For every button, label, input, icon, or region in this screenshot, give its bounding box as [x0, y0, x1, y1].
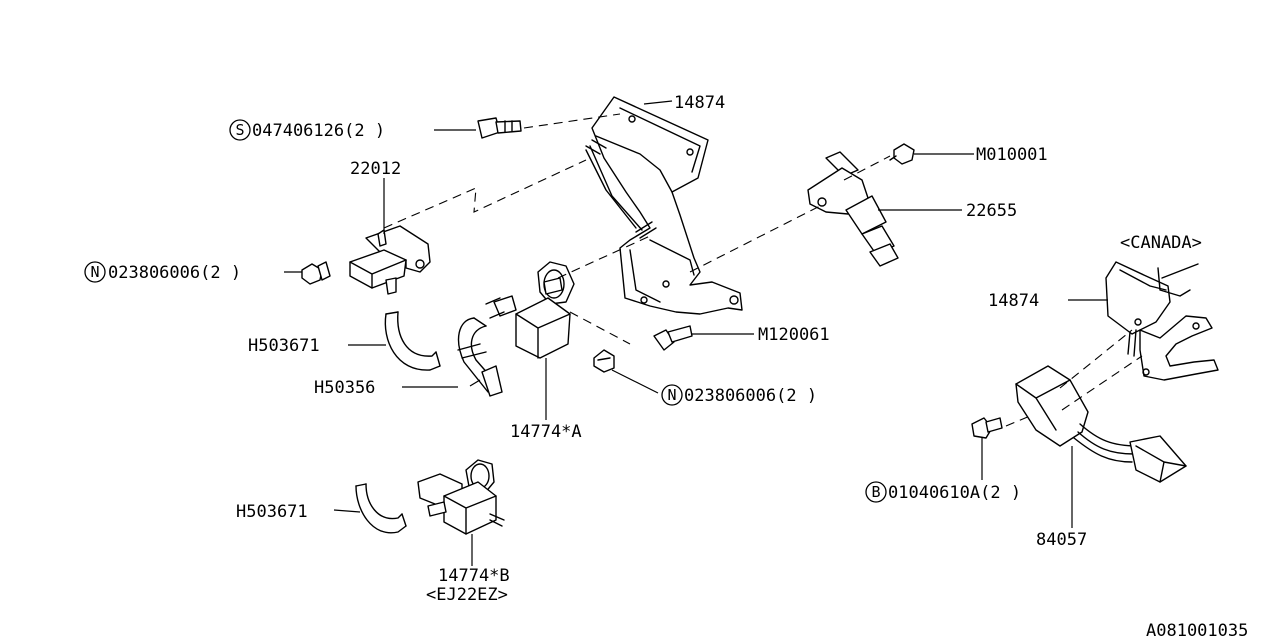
- label-023806006-left: 023806006(2 ): [108, 263, 241, 283]
- badge-s: [229, 119, 251, 141]
- nut-m010001: [889, 143, 915, 165]
- label-h50356: H50356: [314, 378, 375, 398]
- leader-lines: [284, 100, 1108, 566]
- label-h503671-lower: H503671: [236, 502, 308, 522]
- bracket-14874-canada: [1105, 261, 1219, 381]
- badge-n-center-letter: N: [667, 386, 676, 404]
- nut-n-center: [593, 349, 615, 373]
- badge-n-left: [84, 261, 106, 283]
- installation-lines: [383, 113, 1143, 427]
- hose-h503671-lower: [355, 483, 407, 534]
- badge-n-center: [661, 384, 683, 406]
- label-h503671-upper: H503671: [248, 336, 320, 356]
- hose-h50356: [457, 317, 503, 397]
- label-01040610a: 01040610A(2 ): [888, 483, 1021, 503]
- label-047406126: 047406126(2 ): [252, 121, 385, 141]
- sensor-22655: [807, 151, 899, 267]
- badge-b: [865, 481, 887, 503]
- badge-b-letter: B: [871, 483, 880, 501]
- label-22012: 22012: [350, 159, 401, 179]
- bolt-047406126: [477, 117, 522, 139]
- label-14774-b: 14774*B: [438, 566, 510, 586]
- valve-14774-b: [417, 459, 505, 535]
- bolt-m120061: [653, 325, 693, 351]
- nut-n-left: [301, 261, 331, 285]
- solenoid-22012: [349, 225, 431, 295]
- badge-s-letter: S: [235, 121, 244, 139]
- hose-h503671-upper: [384, 311, 441, 371]
- label-84057: 84057: [1036, 530, 1087, 550]
- label-023806006-center: 023806006(2 ): [684, 386, 817, 406]
- label-14774-a: 14774*A: [510, 422, 582, 442]
- valve-14774-a: [485, 261, 575, 359]
- bracket-14874: [585, 96, 743, 315]
- label-ej22ez: <EJ22EZ>: [426, 585, 508, 605]
- label-22655: 22655: [966, 201, 1017, 221]
- label-14874-canada: 14874: [988, 291, 1039, 311]
- label-canada: <CANADA>: [1120, 233, 1202, 253]
- bolt-01040610a: [971, 417, 1003, 439]
- label-m010001: M010001: [976, 145, 1048, 165]
- relay-84057: [1015, 365, 1187, 483]
- label-m120061: M120061: [758, 325, 830, 345]
- badge-n-left-letter: N: [90, 263, 99, 281]
- figure-id: A081001035: [1146, 621, 1248, 640]
- label-14874-top: 14874: [674, 93, 725, 113]
